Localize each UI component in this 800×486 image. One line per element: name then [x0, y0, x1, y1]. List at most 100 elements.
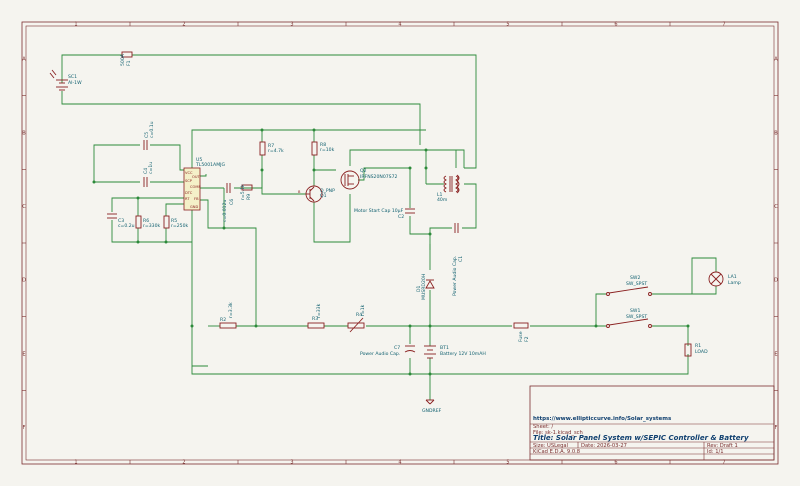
zone-col-top-5: 5 — [506, 22, 509, 28]
capacitor-c6: C6 c=0.012u — [222, 183, 235, 222]
title-block: https://www.ellipticcurve.info/Solar_sys… — [529, 385, 775, 461]
transistor-q2: Q2 IRFNS20N07S72 — [340, 168, 398, 190]
zone-row-right-B: B — [774, 130, 778, 136]
r1-ref: R1 — [695, 343, 701, 349]
l1-ref: L1 — [437, 192, 443, 198]
zone-col-bottom-3: 3 — [290, 459, 293, 465]
c1-value: Power Audio Cap. — [452, 256, 458, 296]
zone-col-bottom-1: 1 — [74, 459, 77, 465]
capacitor-c1: C1 Power Audio Cap. — [452, 223, 464, 296]
switch-sw2: SW2 SW_SPST — [606, 275, 652, 296]
capacitor-c4: C4 c=1u — [143, 162, 154, 187]
sc1-value: AI-1W — [68, 80, 82, 86]
capacitor-c3: C3 c=0.2u — [107, 213, 135, 229]
zone-col-top-3: 3 — [290, 22, 293, 28]
f2-value: Fuse — [518, 331, 524, 342]
zone-row-right-D: D — [774, 278, 778, 284]
c2-value: Motor Start Cap 10µF — [354, 208, 404, 214]
resistor-r8: R8 r=10k — [311, 141, 335, 156]
wires — [61, 54, 717, 400]
r8-ref: R8 — [320, 142, 326, 148]
u5-pin-fb: FB — [194, 197, 199, 201]
r9-value: r=5.1k — [240, 184, 246, 200]
sheet-frame — [21, 21, 779, 465]
zone-col-top-4: 4 — [398, 22, 401, 28]
zone-row-right-E: E — [774, 351, 777, 357]
zone-row-right-A: A — [774, 57, 778, 63]
r6-value: r=330k — [143, 223, 161, 229]
zone-col-bottom-5: 5 — [506, 459, 509, 465]
sw1-value: SW_SPST — [626, 314, 647, 320]
ground-symbol: GNDREF — [422, 399, 442, 414]
resistor-r4: R4 r=1k — [347, 304, 366, 333]
transistor-q1: B Q1 Q_PNP — [298, 185, 335, 203]
zone-row-left-D: D — [22, 278, 26, 284]
capacitor-c5: C5 c=0.1u — [143, 121, 155, 150]
q2-ref: Q2 — [360, 168, 367, 174]
c4-value: c=1u — [148, 162, 154, 174]
solar-cell-sc1: SC1 AI-1W — [49, 69, 82, 91]
r3-ref: R3 — [312, 316, 318, 322]
r8-value: r=10k — [320, 147, 335, 153]
ic-u5: U5 TL5001AMJG VCC SCP DTC RT OUT COMP FB… — [183, 157, 226, 211]
lamp-la1: LA1 Lamp — [708, 271, 741, 287]
bt1-ref: BT1 — [440, 345, 449, 351]
bt1-value: Battery 12V 10mAH — [440, 351, 486, 357]
r2-value: r=3.3k — [228, 302, 234, 318]
la1-value: Lamp — [728, 280, 741, 286]
u5-pin-scp: SCP — [185, 179, 193, 183]
zone-col-bottom-7: 7 — [722, 459, 725, 465]
la1-ref: LA1 — [728, 274, 737, 280]
c5-ref: C5 — [144, 132, 150, 138]
sw2-value: SW_SPST — [626, 281, 647, 287]
zone-col-bottom-2: 2 — [182, 459, 185, 465]
q1-ref: Q1 — [320, 193, 327, 199]
r4-value: r=1k — [360, 304, 366, 316]
resistor-r5: R5 r=250k — [163, 215, 189, 229]
zone-col-top-7: 7 — [722, 22, 725, 28]
r5-ref: R5 — [171, 218, 177, 224]
capacitor-c7: C7 Power Audio Cap. — [360, 345, 416, 357]
resistor-r6: R6 r=330k — [135, 215, 161, 229]
junctions — [92, 128, 690, 376]
r7-ref: R7 — [268, 143, 274, 149]
sc1-ref: SC1 — [68, 74, 77, 80]
r7-value: r=4.7k — [268, 148, 284, 154]
l1-value: 40m — [437, 197, 448, 203]
zone-col-top-6: 6 — [614, 22, 617, 28]
c7-value: Power Audio Cap. — [360, 351, 400, 357]
title-block-url: https://www.ellipticcurve.info/Solar_sys… — [533, 416, 672, 422]
resistor-r2: R2 r=3.3k — [219, 302, 237, 329]
r5-value: r=250k — [171, 223, 189, 229]
c4-ref: C4 — [143, 168, 149, 174]
zone-col-bottom-4: 4 — [398, 459, 401, 465]
zone-col-top-1: 1 — [74, 22, 77, 28]
sw1-ref: SW1 — [630, 308, 640, 314]
c2-ref: C2 — [398, 214, 404, 220]
f1-ref: F1 — [126, 60, 132, 66]
zone-row-left-F: F — [23, 425, 26, 431]
u5-pin-vcc: VCC — [185, 171, 193, 175]
diode-d1: D1 MUSRD20H — [416, 274, 435, 300]
u5-pin-gnd: GND — [190, 205, 198, 209]
u5-value: TL5001AMJG — [195, 162, 226, 168]
c6-ref: C6 — [229, 199, 235, 205]
fuse-f2: F2 Fuse — [513, 322, 530, 342]
title-block-sheet: Sheet: / — [533, 424, 553, 430]
title-block-rev: Rev: Draft 1 — [707, 443, 738, 449]
fuse-f1: F1 500A — [120, 51, 133, 66]
gnd-label: GNDREF — [422, 408, 442, 414]
resistor-r9: R9 r=5.1k — [240, 184, 253, 200]
c6-value: c=0.012u — [222, 199, 228, 222]
u5-ref: U5 — [196, 157, 202, 163]
f2-ref: F2 — [524, 336, 530, 342]
c5-value: c=0.1u — [149, 121, 155, 138]
zone-col-top-2: 2 — [182, 22, 185, 28]
r2-ref: R2 — [220, 317, 226, 323]
title-block-file: File: sk-1.kicad_sch — [533, 430, 583, 436]
inductor-l1: L1 40m — [437, 174, 460, 203]
zone-col-bottom-6: 6 — [614, 459, 617, 465]
zone-row-left-A: A — [22, 57, 26, 63]
